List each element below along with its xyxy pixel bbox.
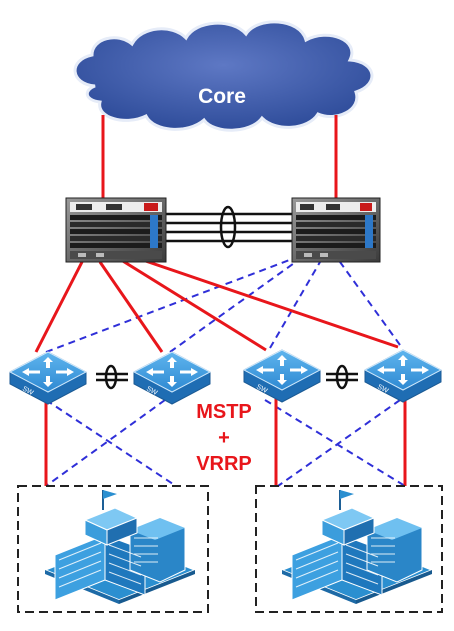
dashed-link: [277, 399, 401, 487]
building-icon: [279, 490, 435, 604]
switch-badge: SW: [376, 384, 390, 396]
link-aggregation-icon: [219, 205, 237, 249]
solid-link: [34, 261, 84, 353]
access-switch: SW: [8, 351, 88, 405]
dashed-link: [264, 399, 406, 487]
dashed-link: [45, 255, 301, 353]
access-switches: SW SW SW SW: [8, 349, 443, 405]
core-label: Core: [198, 85, 246, 108]
protocol-line-3: VRRP: [196, 453, 252, 475]
switch-arrows-icon: [146, 357, 198, 387]
core-cloud: Core: [73, 20, 374, 132]
access-switch: SW: [363, 349, 443, 403]
solid-link: [117, 256, 267, 352]
switch-badge: SW: [21, 386, 35, 398]
core-trunk: [165, 205, 294, 249]
site-right: [255, 485, 443, 613]
access-trunks: [96, 364, 358, 390]
protocol-line-1: MSTP: [196, 401, 252, 423]
dashed-link: [339, 261, 401, 346]
dashed-link: [45, 399, 166, 487]
switch-arrows-icon: [377, 355, 429, 385]
core-switch-right: [291, 197, 381, 263]
link-aggregation-icon: [104, 364, 118, 390]
core-switch-left: [65, 197, 167, 263]
dashed-link: [169, 255, 305, 353]
link-aggregation-icon: [335, 364, 349, 390]
access-switch: SW: [242, 349, 322, 403]
access-switch: SW: [132, 351, 212, 405]
switch-badge: SW: [145, 386, 159, 398]
dashed-link: [45, 399, 177, 487]
dashed-link: [269, 261, 321, 349]
site-boundary: [255, 485, 443, 613]
solid-link: [98, 261, 164, 353]
site-left: [17, 485, 209, 613]
site-boundary: [17, 485, 209, 613]
switch-badge: SW: [255, 384, 269, 396]
solid-links: [34, 253, 407, 486]
core-uplinks: [101, 115, 338, 198]
switch-arrows-icon: [22, 357, 74, 387]
protocol-label: MSTP + VRRP: [196, 401, 252, 475]
switch-arrows-icon: [256, 355, 308, 385]
dashed-links: [45, 255, 406, 487]
solid-link: [127, 253, 399, 349]
protocol-line-2: +: [218, 427, 230, 449]
building-icon: [42, 490, 198, 604]
